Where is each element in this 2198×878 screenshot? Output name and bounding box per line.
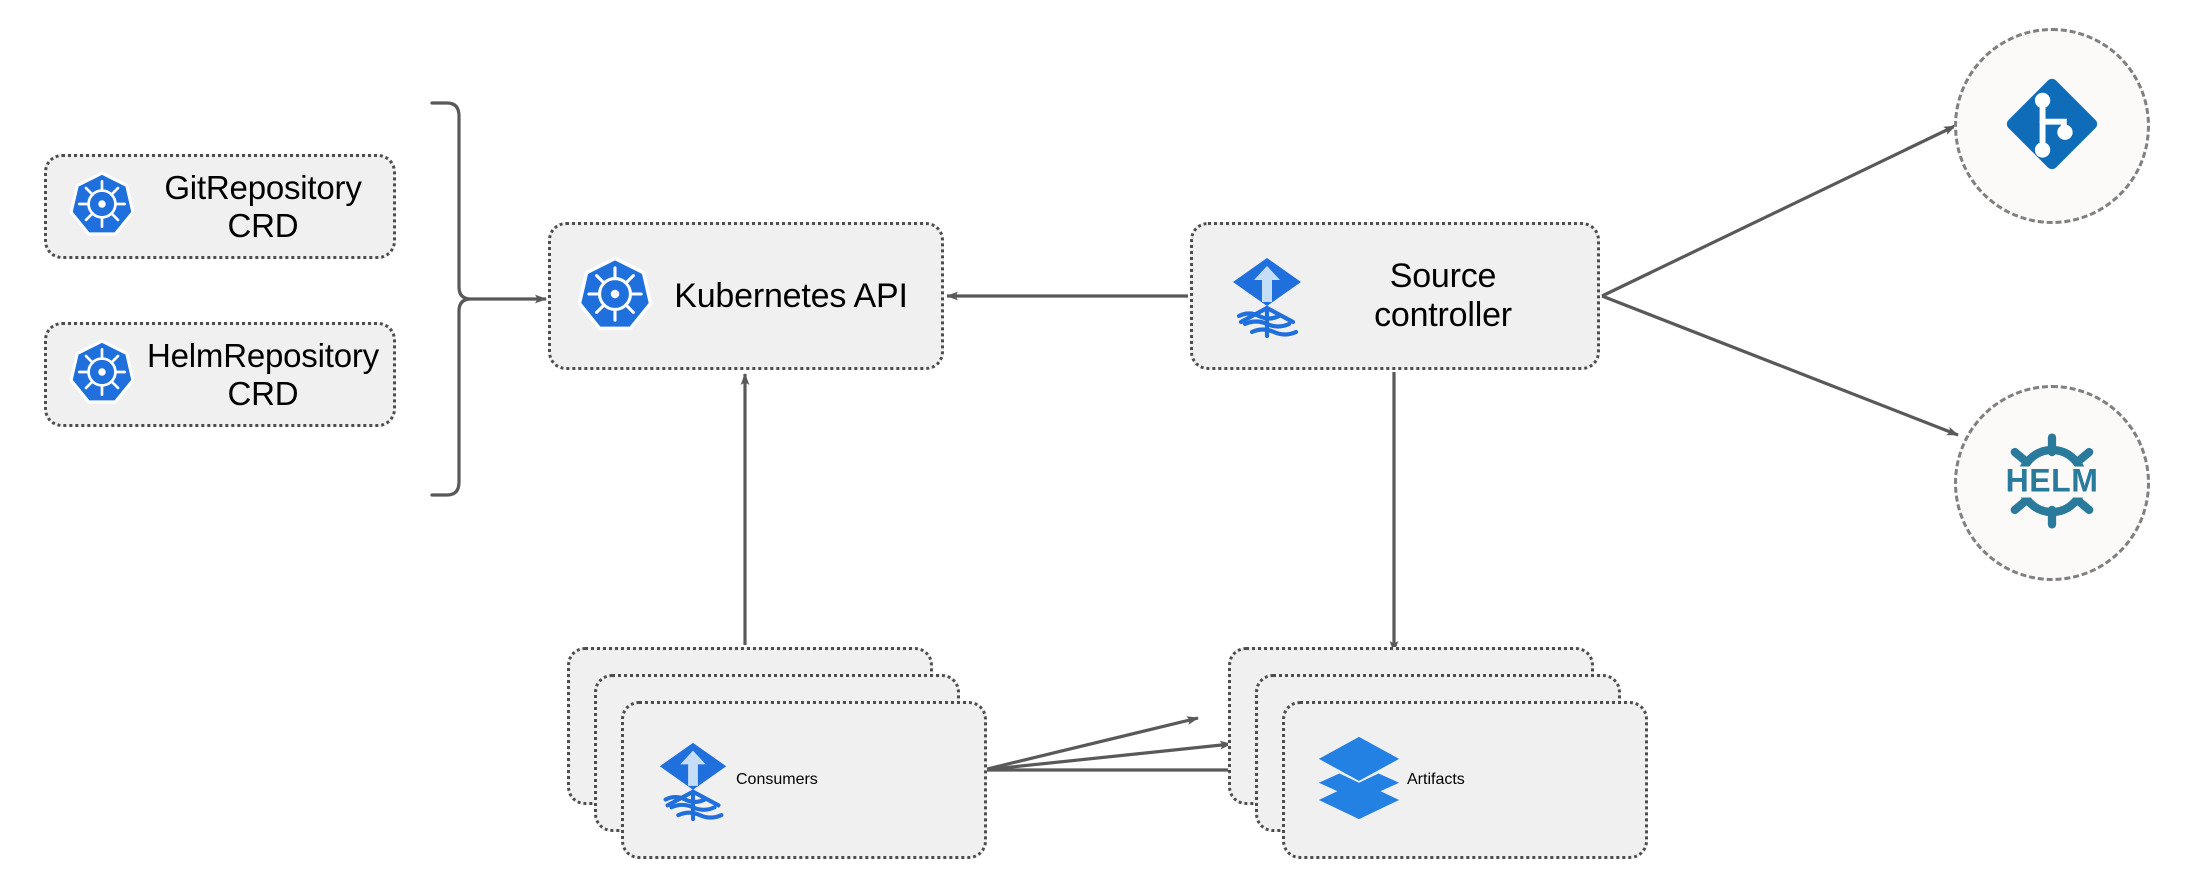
flux-icon: [1223, 250, 1311, 343]
helm-icon: HELM: [1990, 419, 2114, 548]
git-icon: [1993, 65, 2111, 188]
node-consumers[interactable]: Consumers: [567, 647, 987, 860]
artifacts-stack-card-front[interactable]: Artifacts: [1282, 701, 1648, 859]
node-kubernetes-api[interactable]: Kubernetes API: [548, 222, 944, 370]
node-label: Kubernetes API: [674, 276, 908, 315]
helm-wordmark: HELM: [2006, 462, 2099, 498]
node-gitrepository-crd[interactable]: GitRepository CRD: [44, 154, 396, 259]
node-git-repository[interactable]: [1954, 28, 2150, 224]
edge-source-controller-to-helm-repo: [1601, 294, 1959, 437]
edge-consumers-to-artifacts-2: [982, 740, 1232, 772]
node-helm-repository[interactable]: HELM: [1954, 385, 2150, 581]
consumers-stack-card-front[interactable]: Consumers: [621, 701, 987, 859]
kubernetes-icon: [577, 256, 653, 337]
edge-consumers-to-artifacts-1: [982, 716, 1199, 772]
node-label: Artifacts: [1407, 771, 1465, 788]
node-helmrepository-crd[interactable]: HelmRepository CRD: [44, 322, 396, 427]
flux-icon: [650, 735, 736, 826]
layers-icon: [1311, 735, 1407, 826]
node-artifacts[interactable]: Artifacts: [1228, 647, 1648, 860]
node-label: Source controller: [1374, 257, 1512, 334]
kubernetes-icon: [69, 171, 135, 242]
node-source-controller[interactable]: Source controller: [1190, 222, 1600, 370]
node-label: Consumers: [736, 771, 818, 788]
kubernetes-icon: [69, 339, 135, 410]
node-label: GitRepository CRD: [164, 168, 362, 244]
crd-group-bracket: [430, 101, 472, 497]
node-label: HelmRepository CRD: [147, 336, 379, 412]
edge-source-controller-to-git-repo: [1601, 124, 1956, 298]
